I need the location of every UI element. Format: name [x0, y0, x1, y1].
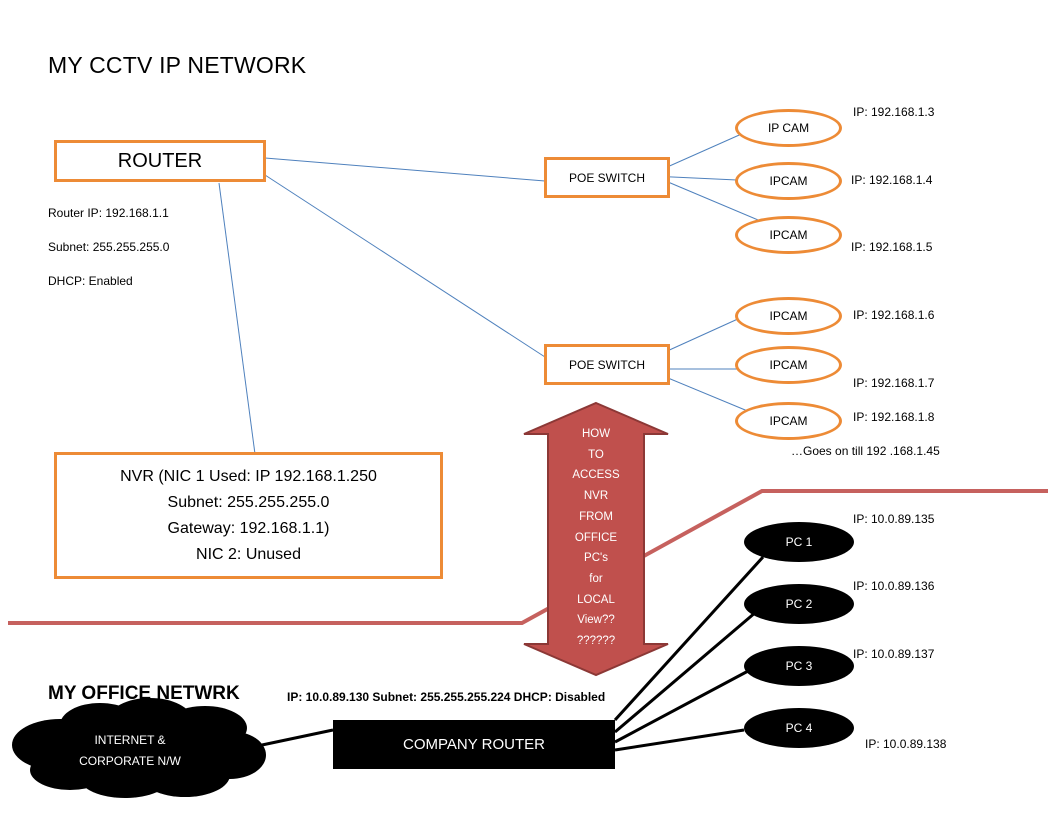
nvr-node[interactable]: NVR (NIC 1 Used: IP 192.168.1.250 Subnet…: [54, 452, 443, 579]
link-switch2-cam3: [667, 377, 751, 413]
arrow-line: HOW: [581, 428, 611, 440]
cloud-line: INTERNET &: [94, 733, 166, 747]
poe-switch-1-label: POE SWITCH: [568, 170, 645, 185]
page-title: MY CCTV IP NETWORK: [48, 52, 307, 78]
arrow-line: ACCESS: [572, 469, 620, 482]
internet-cloud-icon: [12, 698, 266, 798]
pc-3-label: PC 3: [785, 659, 813, 673]
ip-camera-6-ip: IP: 192.168.1.8: [853, 410, 935, 424]
arrow-line: FROM: [579, 510, 613, 523]
ip-camera-4-label: IPCAM: [769, 309, 808, 323]
ip-camera-3-ip: IP: 192.168.1.5: [851, 240, 933, 254]
arrow-line: View??: [577, 614, 615, 627]
ip-camera-2-label: IPCAM: [769, 174, 808, 188]
office-network-title: MY OFFICE NETWRK: [48, 683, 240, 704]
ip-camera-1[interactable]: IP CAM: [735, 109, 842, 147]
router-label: ROUTER: [117, 149, 203, 172]
internet-cloud-label: INTERNET & CORPORATE N/W: [50, 730, 210, 772]
pc-2[interactable]: PC 2: [744, 584, 854, 624]
pc-4[interactable]: PC 4: [744, 708, 854, 748]
nvr-subnet-text: Subnet: 255.255.255.0: [167, 493, 330, 511]
ip-camera-4-ip: IP: 192.168.1.6: [853, 308, 935, 322]
ip-camera-5-label: IPCAM: [769, 358, 808, 372]
arrow-line: for: [589, 572, 603, 585]
pc-3[interactable]: PC 3: [744, 646, 854, 686]
question-arrow-text: HOW TO ACCESS NVR FROM OFFICE PC's for L…: [556, 424, 636, 652]
arrow-line: TO: [588, 448, 604, 461]
poe-switch-1[interactable]: POE SWITCH: [544, 157, 670, 198]
camera-range-note: …Goes on till 192 .168.1.45: [791, 444, 940, 458]
question-double-arrow: [523, 401, 669, 677]
pc-1-label: PC 1: [785, 535, 813, 549]
ip-camera-3[interactable]: IPCAM: [735, 216, 842, 254]
arrow-line: OFFICE: [574, 531, 618, 544]
ip-camera-2[interactable]: IPCAM: [735, 162, 842, 200]
link-switch1-cam3: [667, 181, 771, 226]
pc-2-ip: IP: 10.0.89.136: [853, 579, 935, 593]
poe-switch-2-label: POE SWITCH: [568, 357, 645, 372]
ip-camera-3-label: IPCAM: [769, 228, 808, 242]
ip-camera-5-ip: IP: 192.168.1.7: [853, 376, 935, 390]
router-subnet-text: Subnet: 255.255.255.0: [48, 240, 170, 254]
arrow-line: PC's: [584, 552, 608, 565]
pc-4-label: PC 4: [785, 721, 813, 735]
nvr-nic2-text: NIC 2: Unused: [196, 545, 301, 563]
link-router-pc1: [613, 555, 765, 722]
link-router-switch2: [264, 174, 546, 358]
ip-camera-4[interactable]: IPCAM: [735, 297, 842, 335]
link-router-pc2: [614, 610, 757, 734]
link-router-switch1: [264, 157, 546, 182]
pc-3-ip: IP: 10.0.89.137: [853, 647, 935, 661]
link-switch2-cam1: [664, 317, 741, 353]
nvr-nic1-text: NVR (NIC 1 Used: IP 192.168.1.250: [120, 467, 377, 485]
company-router-label: COMPANY ROUTER: [403, 736, 545, 753]
router-dhcp-text: DHCP: Enabled: [48, 274, 133, 288]
router-node[interactable]: ROUTER: [54, 140, 266, 182]
ip-camera-1-label: IP CAM: [767, 121, 810, 135]
link-router-pc4: [614, 728, 745, 752]
link-cloud-router: [261, 728, 334, 747]
pc-2-label: PC 2: [785, 597, 813, 611]
pc-1[interactable]: PC 1: [744, 522, 854, 562]
ip-camera-6[interactable]: IPCAM: [735, 402, 842, 440]
ip-camera-2-ip: IP: 192.168.1.4: [851, 173, 933, 187]
poe-switch-2[interactable]: POE SWITCH: [544, 344, 670, 385]
pc-1-ip: IP: 10.0.89.135: [853, 512, 935, 526]
ip-camera-6-label: IPCAM: [769, 414, 808, 428]
link-router-nvr: [218, 182, 256, 455]
pc-4-ip: IP: 10.0.89.138: [865, 737, 947, 751]
link-router-pc3: [614, 668, 751, 744]
ip-camera-5[interactable]: IPCAM: [735, 346, 842, 384]
company-router-info: IP: 10.0.89.130 Subnet: 255.255.255.224 …: [287, 690, 606, 704]
router-ip-text: Router IP: 192.168.1.1: [48, 206, 169, 220]
ip-camera-1-ip: IP: 192.168.1.3: [853, 105, 935, 119]
company-router[interactable]: COMPANY ROUTER: [333, 720, 615, 769]
arrow-line: LOCAL: [577, 593, 615, 606]
nvr-gateway-text: Gateway: 192.168.1.1): [167, 519, 330, 537]
cloud-line: CORPORATE N/W: [79, 754, 181, 768]
arrow-line: ??????: [576, 635, 616, 648]
arrow-line: NVR: [583, 490, 609, 503]
